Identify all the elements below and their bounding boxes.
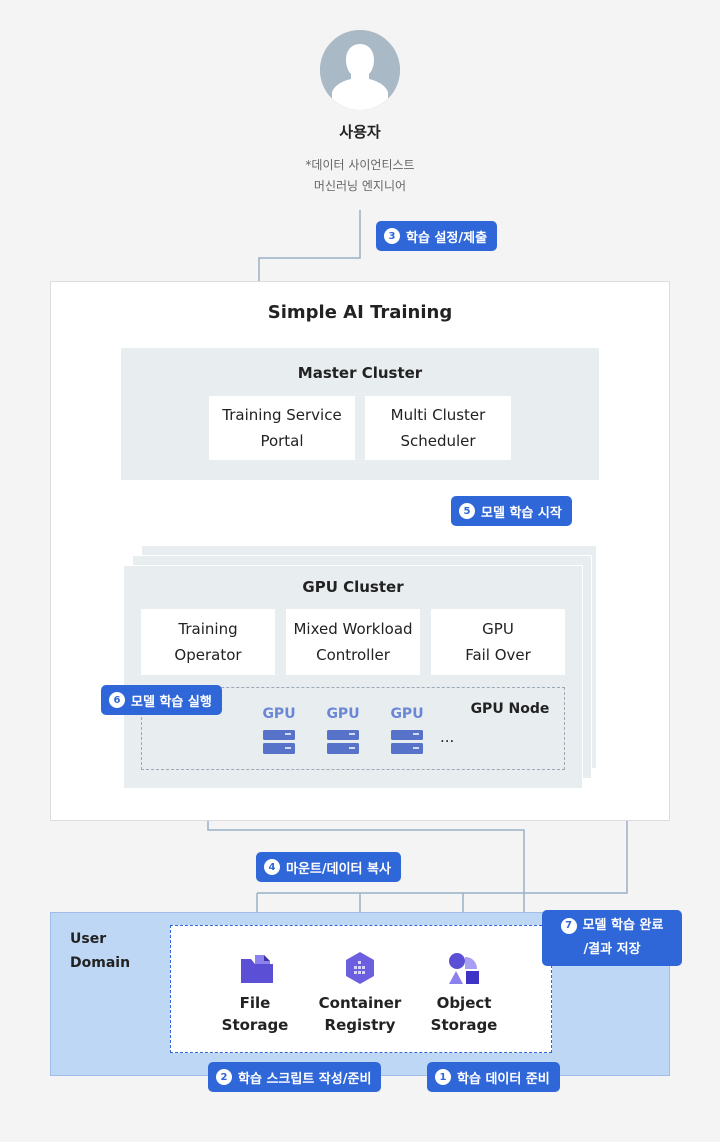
step-label-line2: /결과 저장: [583, 942, 641, 957]
step-2-badge: 2 학습 스크립트 작성/준비: [208, 1062, 382, 1092]
step-label: 학습 스크립트 작성/준비: [238, 1071, 372, 1087]
failover-line1: GPU: [482, 620, 514, 638]
storage-group: [170, 925, 552, 1053]
gpu-label: GPU: [390, 706, 424, 722]
step-3-badge: 3 학습 설정/제출: [376, 221, 498, 251]
step-number: 5: [459, 503, 475, 519]
main-title: Simple AI Training: [267, 302, 453, 323]
operator-line2: Operator: [174, 646, 242, 664]
scheduler-line1: Multi Cluster: [390, 406, 486, 424]
user-subtitle: *데이터 사이언티스트 머신러닝 엔지니어: [240, 155, 480, 197]
gpu-fail-over-box: GPU Fail Over: [431, 609, 565, 675]
step-6-badge: 6 모델 학습 실행: [101, 685, 222, 715]
step-number: 3: [384, 228, 400, 244]
user-domain-label: User Domain: [70, 927, 130, 975]
user-subtitle-line2: 머신러닝 엔지니어: [313, 179, 407, 193]
object-storage-label: Object Storage: [409, 992, 519, 1036]
step-1-badge: 1 학습 데이터 준비: [427, 1062, 560, 1092]
mixed-line1: Mixed Workload: [293, 620, 413, 638]
step-number: 6: [109, 692, 125, 708]
user-domain-line2: Domain: [70, 955, 131, 971]
user-avatar-icon: [320, 30, 400, 110]
storage-line2: Storage: [221, 1016, 289, 1034]
step-7-badge: 7 모델 학습 완료 /결과 저장: [542, 910, 682, 966]
portal-line2: Portal: [260, 432, 304, 450]
user-title: 사용자: [339, 123, 381, 141]
step-label: 마운트/데이터 복사: [286, 861, 391, 877]
step-7-row1: 7 모델 학습 완료: [560, 914, 664, 938]
multi-cluster-scheduler-box: Multi Cluster Scheduler: [365, 396, 511, 460]
object-storage-icon: [449, 953, 479, 984]
step-label: 모델 학습 실행: [131, 694, 212, 710]
storage-line1: File: [239, 994, 271, 1012]
user-domain-line1: User: [70, 931, 107, 947]
user-subtitle-line1: *데이터 사이언티스트: [305, 158, 415, 172]
container-registry-icon: [346, 952, 374, 984]
gpu-server-icon: [391, 730, 423, 754]
training-service-portal-box: Training Service Portal: [209, 396, 355, 460]
master-cluster: [121, 348, 599, 480]
storage-line1: Object: [436, 994, 492, 1012]
step-label-line1: 모델 학습 완료: [582, 918, 664, 933]
gpu-ellipsis: ...: [440, 728, 455, 746]
storage-line1: Container: [318, 994, 402, 1012]
step-number: 1: [435, 1069, 451, 1085]
failover-line2: Fail Over: [465, 646, 531, 664]
step-number: 7: [560, 918, 577, 934]
step-label: 학습 데이터 준비: [457, 1071, 550, 1087]
storage-line2: Registry: [324, 1016, 396, 1034]
gpu-node: [141, 687, 565, 770]
gpu-server-icon: [263, 730, 295, 754]
gpu-label: GPU: [262, 706, 296, 722]
operator-line1: Training: [178, 620, 238, 638]
step-number: 2: [216, 1069, 232, 1085]
gpu-server-icon: [327, 730, 359, 754]
scheduler-line2: Scheduler: [400, 432, 476, 450]
master-cluster-title: Master Cluster: [297, 364, 423, 382]
step-label: 학습 설정/제출: [406, 230, 488, 246]
gpu-label: GPU: [326, 706, 360, 722]
mixed-workload-controller-box: Mixed Workload Controller: [286, 609, 420, 675]
step-7-row2: /결과 저장: [583, 938, 640, 962]
mixed-line2: Controller: [316, 646, 390, 664]
step-4-badge: 4 마운트/데이터 복사: [256, 852, 401, 882]
step-label: 모델 학습 시작: [481, 505, 562, 521]
gpu-cluster-title: GPU Cluster: [302, 578, 404, 596]
portal-line1: Training Service: [222, 406, 342, 424]
storage-line2: Storage: [430, 1016, 498, 1034]
training-operator-box: Training Operator: [141, 609, 275, 675]
gpu-node-label: GPU Node: [470, 701, 550, 717]
folder-icon: [241, 955, 273, 983]
step-5-badge: 5 모델 학습 시작: [451, 496, 572, 526]
file-storage-label: File Storage: [200, 992, 310, 1036]
step-number: 4: [264, 859, 280, 875]
container-registry-label: Container Registry: [305, 992, 415, 1036]
